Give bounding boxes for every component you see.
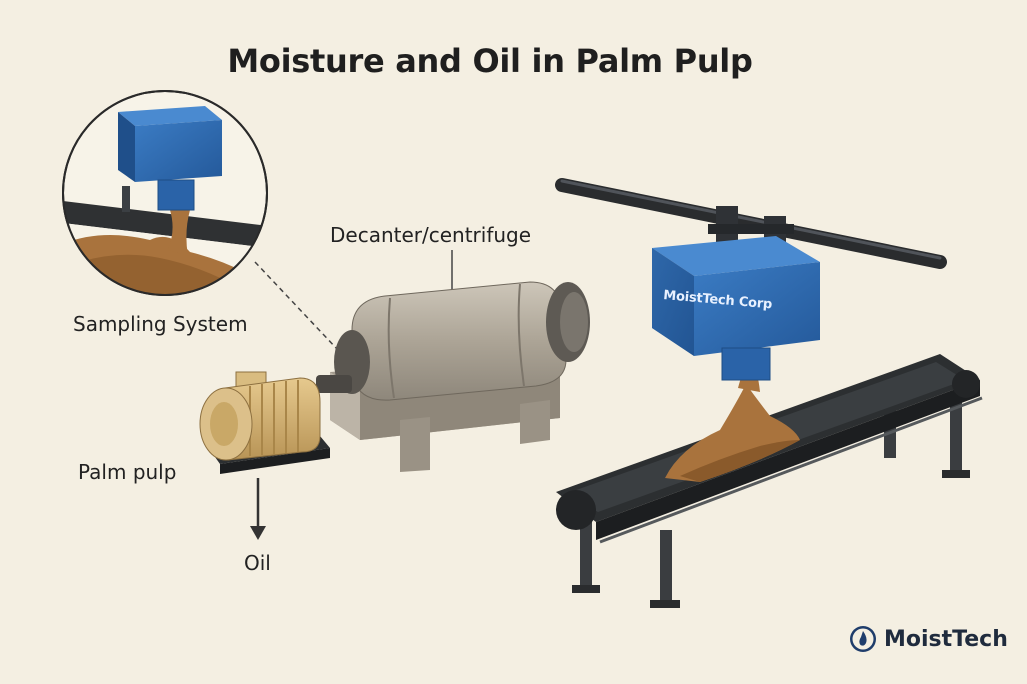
palm-pulp-label: Palm pulp [78, 460, 177, 484]
logo-text: MoistTech [884, 626, 1008, 652]
decanter-centrifuge [316, 281, 590, 472]
sampling-system-label: Sampling System [73, 312, 248, 336]
conveyor-belt [556, 354, 983, 608]
oil-arrow [250, 478, 266, 540]
inset-leader-line [254, 261, 339, 351]
decanter-label: Decanter/centrifuge [330, 223, 532, 247]
sensor-assembly [555, 178, 947, 381]
oil-label: Oil [244, 551, 271, 575]
sampling-inset [62, 90, 268, 296]
page-title: Moisture and Oil in Palm Pulp [227, 42, 753, 80]
motor [199, 371, 330, 474]
droplet-icon [850, 626, 876, 652]
moisttech-logo: MoistTech [848, 624, 1008, 654]
